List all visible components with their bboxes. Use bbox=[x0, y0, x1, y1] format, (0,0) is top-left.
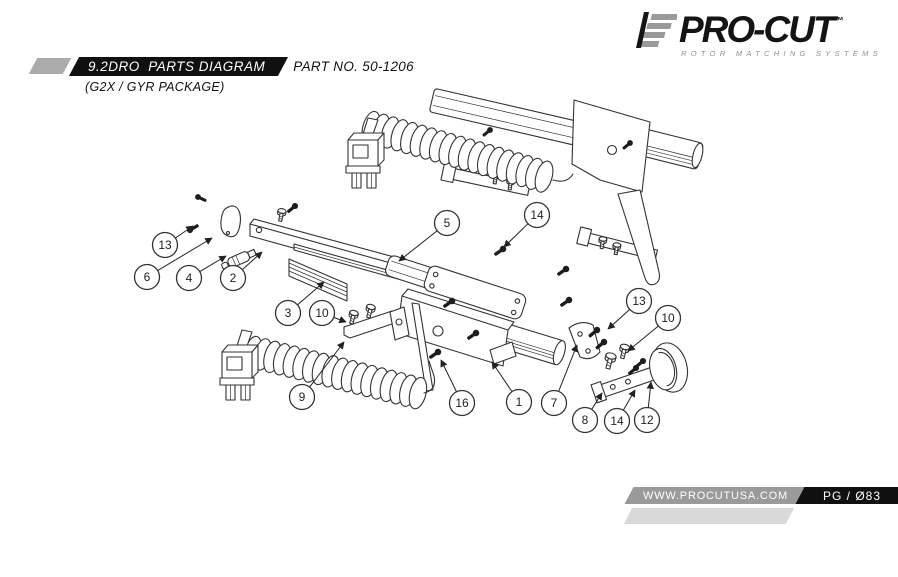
svg-text:2: 2 bbox=[230, 271, 237, 285]
callout-2: 2 bbox=[221, 251, 263, 291]
rail-and-cover bbox=[250, 201, 420, 301]
rotor-stripes-icon bbox=[636, 12, 677, 48]
callout-16: 16 bbox=[441, 359, 475, 416]
callout-10: 10 bbox=[627, 306, 681, 352]
page-number-bar: PG / Ø83 bbox=[806, 487, 898, 504]
callout-12: 12 bbox=[635, 381, 660, 433]
footer-accent-stripe bbox=[628, 508, 790, 524]
callout-14: 14 bbox=[605, 389, 636, 434]
svg-text:14: 14 bbox=[610, 414, 624, 428]
callout-7: 7 bbox=[542, 344, 578, 416]
callout-9: 9 bbox=[290, 341, 345, 410]
coiled-cable-bottom bbox=[219, 329, 435, 411]
callout-5: 5 bbox=[398, 211, 460, 262]
svg-text:14: 14 bbox=[530, 208, 544, 222]
svg-text:10: 10 bbox=[661, 311, 675, 325]
cable-bracket bbox=[344, 303, 409, 340]
svg-text:12: 12 bbox=[640, 413, 654, 427]
svg-text:9: 9 bbox=[299, 390, 306, 404]
svg-text:5: 5 bbox=[444, 216, 451, 230]
title-banner: 9.2DRO PARTS DIAGRAM bbox=[74, 57, 283, 76]
callout-layer: 13 6 4 2 3 10 5 14 9 16 1 7 13 10 8 14 12 bbox=[135, 203, 681, 434]
coiled-cable-top bbox=[345, 109, 573, 194]
brand-logo: PRO-CUT™ ROTOR MATCHING SYSTEMS bbox=[631, 4, 882, 58]
callout-8: 8 bbox=[573, 392, 603, 433]
callout-10: 10 bbox=[310, 301, 347, 326]
svg-text:6: 6 bbox=[144, 270, 151, 284]
trademark-symbol: ™ bbox=[833, 16, 844, 27]
svg-text:7: 7 bbox=[551, 396, 558, 410]
svg-text:8: 8 bbox=[582, 413, 589, 427]
callout-6: 6 bbox=[135, 238, 213, 290]
assembled-unit bbox=[429, 88, 705, 284]
package-subtitle: (G2X / GYR PACKAGE) bbox=[85, 80, 225, 94]
part-number: PART NO. 50-1206 bbox=[293, 59, 414, 74]
callout-14: 14 bbox=[503, 203, 550, 248]
website-url: WWW.PROCUTUSA.COM bbox=[643, 489, 788, 502]
callout-13: 13 bbox=[607, 289, 652, 330]
adjuster-knob bbox=[644, 339, 692, 396]
scale-beam-group bbox=[384, 244, 574, 391]
brand-tagline: ROTOR MATCHING SYSTEMS bbox=[681, 49, 882, 58]
title-block: 9.2DRO PARTS DIAGRAM PART NO. 50-1206 (G… bbox=[33, 57, 414, 94]
website-bar[interactable]: WWW.PROCUTUSA.COM bbox=[629, 487, 802, 504]
svg-text:16: 16 bbox=[455, 396, 469, 410]
pivot-parts bbox=[185, 193, 257, 271]
svg-text:3: 3 bbox=[285, 306, 292, 320]
svg-text:13: 13 bbox=[632, 294, 646, 308]
callout-4: 4 bbox=[177, 256, 227, 291]
callout-1: 1 bbox=[491, 361, 532, 415]
page-number: PG / Ø83 bbox=[822, 488, 882, 503]
svg-text:10: 10 bbox=[315, 306, 329, 320]
callout-13: 13 bbox=[153, 225, 194, 258]
page-title: 9.2DRO PARTS DIAGRAM bbox=[88, 59, 266, 74]
callout-3: 3 bbox=[276, 281, 325, 326]
svg-text:1: 1 bbox=[516, 395, 523, 409]
adjuster-group bbox=[569, 323, 692, 403]
svg-text:4: 4 bbox=[186, 271, 193, 285]
svg-text:13: 13 bbox=[158, 238, 172, 252]
logo-text: PRO-CUT™ bbox=[679, 9, 844, 50]
